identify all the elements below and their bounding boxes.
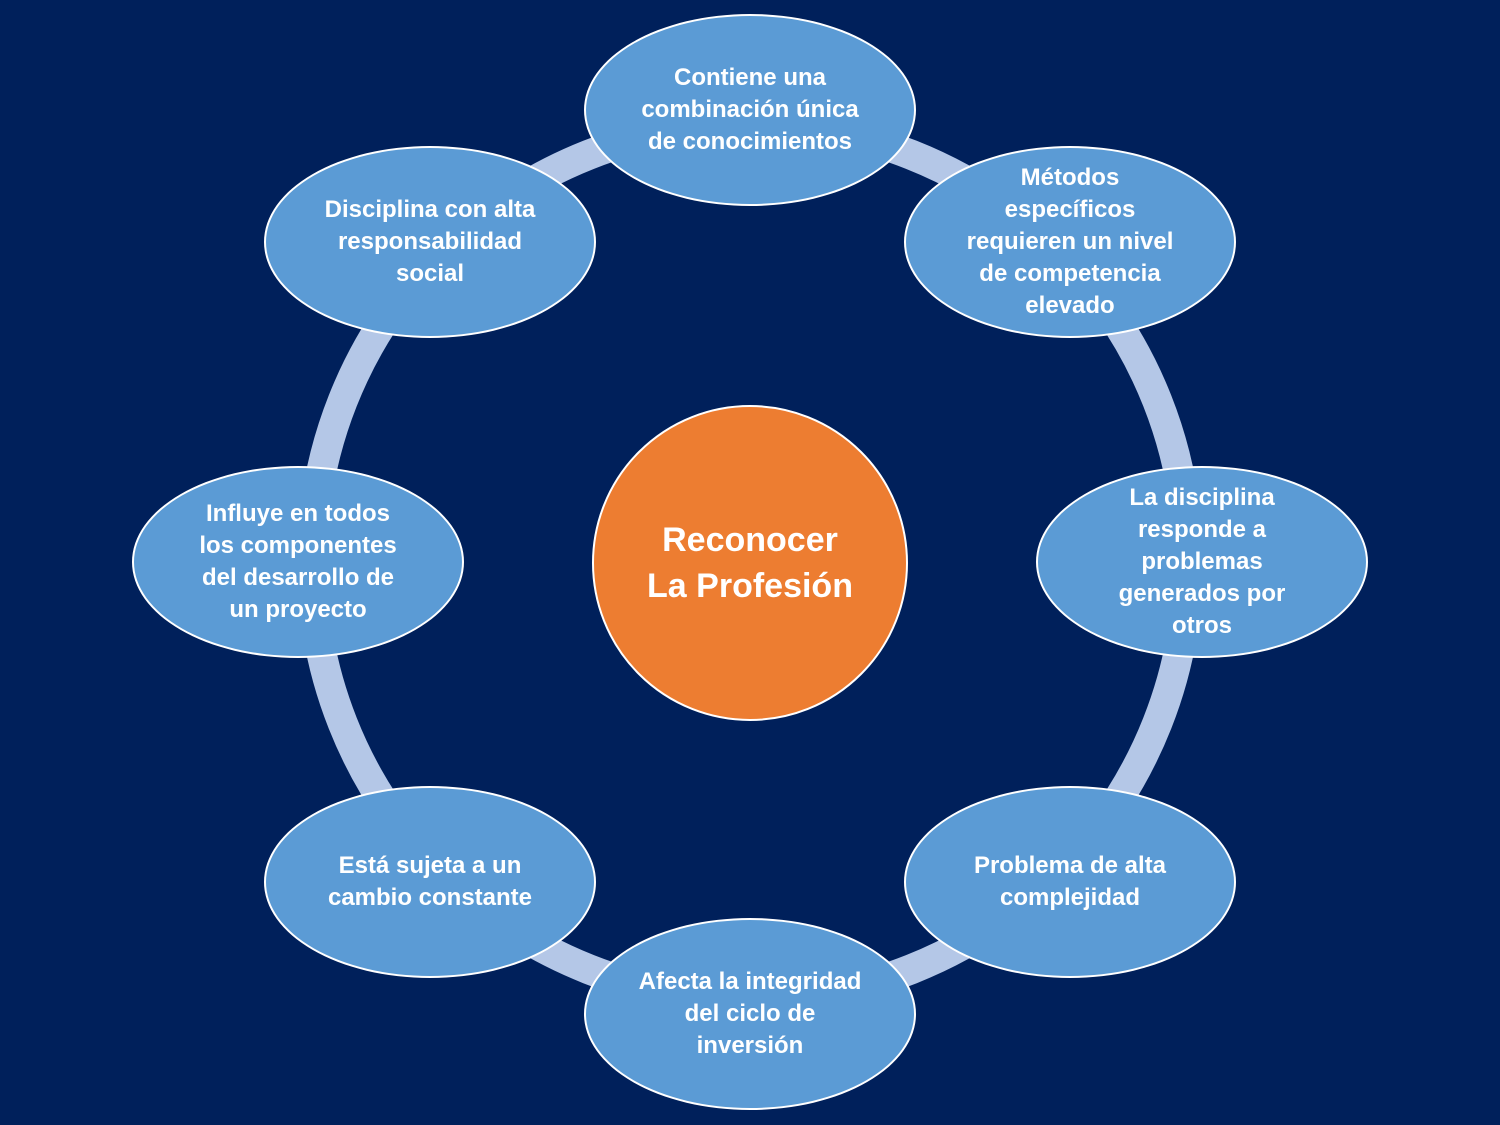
center-title-line2: La Profesión bbox=[647, 567, 853, 605]
cycle-node-change: Está sujeta a un cambio constante bbox=[264, 786, 596, 978]
cycle-node-knowledge: Contiene una combinación única de conoci… bbox=[584, 14, 916, 206]
cycle-node-label: La disciplina responde a problemas gener… bbox=[1118, 484, 1286, 639]
cycle-node-methods: Métodos específicos requieren un nivel d… bbox=[904, 146, 1236, 338]
center-node: Reconocer La Profesión bbox=[592, 405, 908, 721]
cycle-node-label: Contiene una combinación única de conoci… bbox=[641, 64, 859, 155]
cycle-node-label: Métodos específicos requieren un nivel d… bbox=[966, 164, 1174, 319]
cycle-node-label: Influye en todos los componentes del des… bbox=[199, 500, 397, 623]
cycle-node-responsibility: Disciplina con alta responsabilidad soci… bbox=[264, 146, 596, 338]
cycle-node-integrity: Afecta la integridad del ciclo de invers… bbox=[584, 918, 916, 1110]
center-title-line1: Reconocer bbox=[662, 521, 838, 559]
cycle-node-label: Disciplina con alta responsabilidad soci… bbox=[324, 196, 536, 287]
cycle-node-problems: La disciplina responde a problemas gener… bbox=[1036, 466, 1368, 658]
cycle-node-label: Problema de alta complejidad bbox=[973, 852, 1167, 911]
cycle-node-complexity: Problema de alta complejidad bbox=[904, 786, 1236, 978]
center-node-label: Reconocer La Profesión bbox=[620, 517, 880, 609]
cycle-node-label: Está sujeta a un cambio constante bbox=[327, 852, 533, 911]
cycle-node-label: Afecta la integridad del ciclo de invers… bbox=[638, 968, 862, 1059]
cycle-node-influence: Influye en todos los componentes del des… bbox=[132, 466, 464, 658]
